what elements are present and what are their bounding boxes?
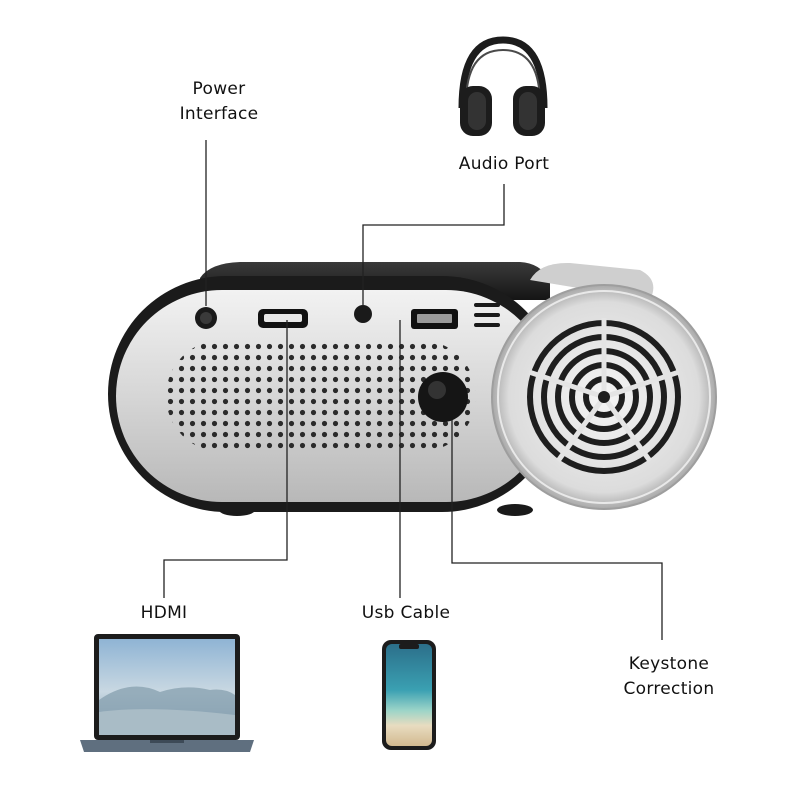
keystone-knob	[418, 372, 468, 422]
audio-label-text: Audio Port	[458, 154, 550, 174]
vent-slit	[474, 303, 500, 307]
projector	[108, 262, 717, 516]
headphones-icon	[458, 36, 548, 136]
smartphone-icon	[382, 640, 436, 750]
projector-foot-right	[497, 504, 533, 516]
power-interface-label: Power Interface	[156, 77, 282, 127]
speaker-grille	[166, 340, 476, 452]
audio-port	[354, 305, 372, 323]
keystone-leader-line	[451, 420, 663, 640]
vent-slit	[474, 313, 500, 317]
hdmi-leader-line	[163, 320, 288, 598]
power-label-line2: Interface	[179, 104, 259, 124]
laptop-icon	[80, 634, 254, 752]
usb-cable-label: Usb Cable	[340, 601, 472, 626]
hdmi-label-text: HDMI	[140, 603, 188, 623]
audio-leader-line	[362, 184, 505, 305]
usb-label-text: Usb Cable	[361, 603, 451, 623]
power-label-line1: Power	[192, 79, 246, 99]
keystone-correction-label: Keystone Correction	[596, 652, 742, 702]
callout-lines	[163, 140, 663, 640]
hdmi-label: HDMI	[114, 601, 214, 626]
keystone-label-line1: Keystone	[628, 654, 710, 674]
vent-slit	[474, 323, 500, 327]
keystone-label-line2: Correction	[623, 679, 715, 699]
audio-port-label: Audio Port	[438, 152, 570, 177]
